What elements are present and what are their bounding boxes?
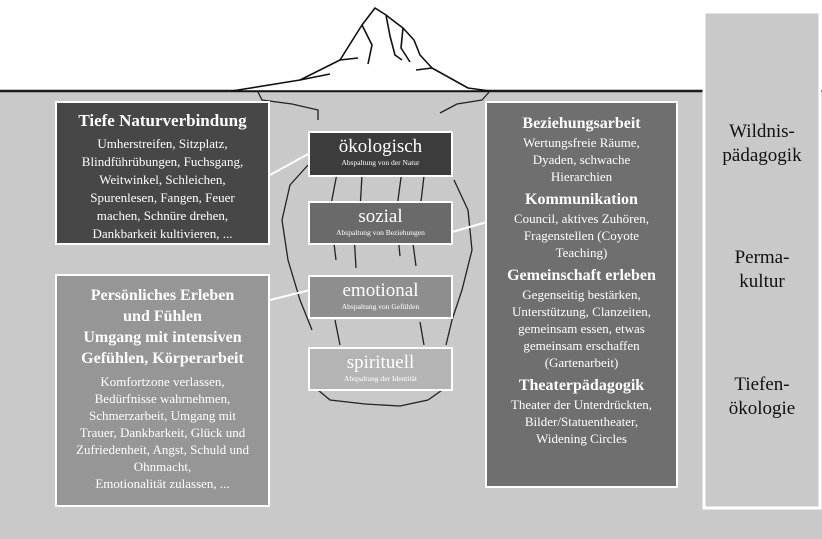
section-line: Gegenseitig bestärken,: [522, 287, 641, 302]
section-line: Wertungsfreie Räume,: [523, 135, 640, 150]
iceberg-tip: [231, 7, 491, 92]
section-line: Widening Circles: [536, 431, 627, 446]
side-label-line: Perma-: [734, 247, 790, 268]
section-line: Theater der Unterdrückten,: [510, 397, 653, 412]
box-heading: Persönliches Erleben: [90, 287, 235, 304]
box-line: Emotionalität zulassen, ...: [95, 476, 230, 491]
section-heading: Kommunikation: [525, 191, 638, 208]
side-label-line: Wildnis-: [729, 121, 795, 142]
box-heading: Gefühlen, Körperarbeit: [81, 350, 244, 367]
section-line: Hierarchien: [550, 169, 613, 184]
section-line: gemeinsam essen, etwas: [518, 321, 645, 336]
box-heading: und Fühlen: [123, 308, 202, 325]
side-label-tiefenoekologie: Tiefen- ökologie: [704, 373, 820, 421]
side-label-line: Tiefen-: [734, 374, 790, 395]
box-line: Dankbarkeit kultivieren, ...: [92, 226, 233, 241]
box-line: Blindführübungen, Fuchsgang,: [81, 154, 244, 169]
section-line: Unterstützung, Clanzeiten,: [512, 304, 651, 319]
tier-name: sozial: [358, 206, 403, 227]
box-tiefe-naturverbindung: Tiefe Naturverbindung Umherstreifen, Sit…: [55, 101, 270, 245]
side-panel: [702, 10, 822, 510]
section-line: gemeinsam erschaffen: [523, 338, 640, 353]
box-line: Spurenlesen, Fangen, Feuer: [90, 190, 235, 205]
box-line: Ohnmacht,: [133, 459, 192, 474]
connector-lines: [269, 152, 488, 301]
section-line: Fragenstellen (Coyote: [523, 228, 640, 243]
section-line: Teaching): [555, 245, 608, 260]
section-line: Council, aktives Zuhören,: [513, 211, 650, 226]
box-right-practices: Beziehungsarbeit Wertungsfreie Räume, Dy…: [485, 101, 678, 488]
tier-sozial: sozial Abspaltung von Beziehungen: [308, 201, 453, 245]
tier-name: ökologisch: [338, 136, 423, 157]
section-heading: Gemeinschaft erleben: [507, 267, 656, 284]
tier-subtitle: Abspaltung von Beziehungen: [336, 228, 425, 237]
box-line: Umherstreifen, Sitzplatz,: [97, 136, 228, 151]
box-line: machen, Schnüre drehen,: [96, 208, 229, 223]
box-line: Komfortzone verlassen,: [100, 374, 225, 389]
side-label-line: pädagogik: [722, 145, 802, 166]
side-label-wildnispaedagogik: Wildnis- pädagogik: [704, 120, 820, 168]
box-line: Zufriedenheit, Angst, Schuld und: [76, 442, 249, 457]
box-line: Weitwinkel, Schleichen,: [99, 172, 226, 187]
tier-name: emotional: [342, 280, 419, 301]
box-heading: Umgang mit intensiven: [83, 329, 242, 346]
box-persoenliches-erleben: Persönliches Erleben und Fühlen Umgang m…: [55, 274, 270, 507]
tier-subtitle: Abspaltung der Identität: [344, 374, 417, 383]
section-line: (Gartenarbeit): [544, 355, 619, 370]
side-label-permakultur: Perma- kultur: [704, 246, 820, 294]
side-label-line: ökologie: [728, 398, 796, 419]
box-line: Bedürfnisse wahrnehmen,: [94, 391, 231, 406]
tier-emotional: emotional Abspaltung von Gefühlen: [308, 275, 453, 319]
tier-name: spirituell: [346, 352, 415, 373]
box-line: Trauer, Dankbarkeit, Glück und: [79, 425, 246, 440]
box-line: Schmerzarbeit, Umgang mit: [89, 408, 236, 423]
tier-subtitle: Abspaltung von Gefühlen: [341, 302, 420, 311]
tier-oekologisch: ökologisch Abspaltung von der Natur: [308, 131, 453, 177]
section-heading: Theaterpädagogik: [518, 377, 645, 394]
box-heading: Tiefe Naturverbindung: [78, 111, 247, 130]
tier-spirituell: spirituell Abspaltung der Identität: [308, 347, 453, 391]
tier-subtitle: Abspaltung von der Natur: [341, 158, 420, 167]
section-line: Bilder/Statuentheater,: [524, 414, 639, 429]
section-line: Dyaden, schwache: [532, 152, 631, 167]
side-label-line: kultur: [739, 271, 785, 292]
section-heading: Beziehungsarbeit: [522, 115, 641, 132]
